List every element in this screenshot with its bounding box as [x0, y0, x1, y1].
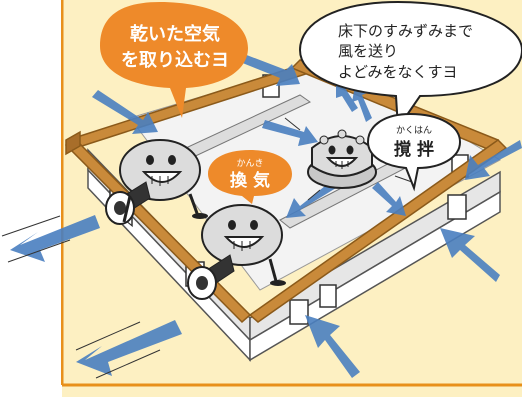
- foundation-vent: [319, 284, 337, 308]
- foundation-vent: [289, 299, 309, 325]
- internal-arrow: [372, 182, 406, 216]
- smiling-stirring-fan-icon: [307, 129, 377, 189]
- callout-corners-line2: 風を送り: [338, 42, 398, 60]
- intake-arrow: [92, 90, 158, 134]
- exhaust-arrow: [10, 215, 100, 262]
- callout-corners-line3: よどみをなくすヨ: [338, 63, 458, 81]
- callout-corners: 床下のすみずみまで 風を送り よどみをなくすヨ: [298, 0, 522, 131]
- callout-stir-ruby: かくはん: [396, 125, 432, 136]
- callout-vent: かんき 換 気: [208, 150, 292, 204]
- callout-dry-air-line2: を取り込むヨ: [121, 50, 229, 71]
- exhaust-arrow: [76, 320, 182, 376]
- intake-arrow: [465, 140, 522, 180]
- intake-arrow: [240, 54, 300, 86]
- airflow-arrows: [10, 54, 522, 378]
- callout-stir-text: 撹 拌: [394, 139, 434, 160]
- outside-area: [0, 0, 61, 397]
- smiling-vent-fan-icon: [187, 204, 286, 300]
- callout-dry-air-line1: 乾いた空気: [130, 23, 220, 45]
- callout-vent-text: 換 気: [230, 170, 270, 191]
- smiling-vent-fan-icon: [105, 139, 208, 225]
- callout-stir: かくはん 撹 拌: [366, 112, 462, 192]
- callout-dry-air: 乾いた空気 を取り込むヨ: [100, 2, 248, 118]
- intake-arrow: [440, 228, 500, 282]
- motion-lines: [1, 117, 413, 379]
- internal-arrow: [262, 120, 318, 146]
- intake-arrow: [305, 315, 360, 378]
- foundation-vent: [447, 194, 467, 220]
- internal-arrow: [286, 182, 336, 218]
- callout-corners-line1: 床下のすみずみまで: [338, 22, 473, 40]
- callout-vent-ruby: かんき: [236, 158, 263, 169]
